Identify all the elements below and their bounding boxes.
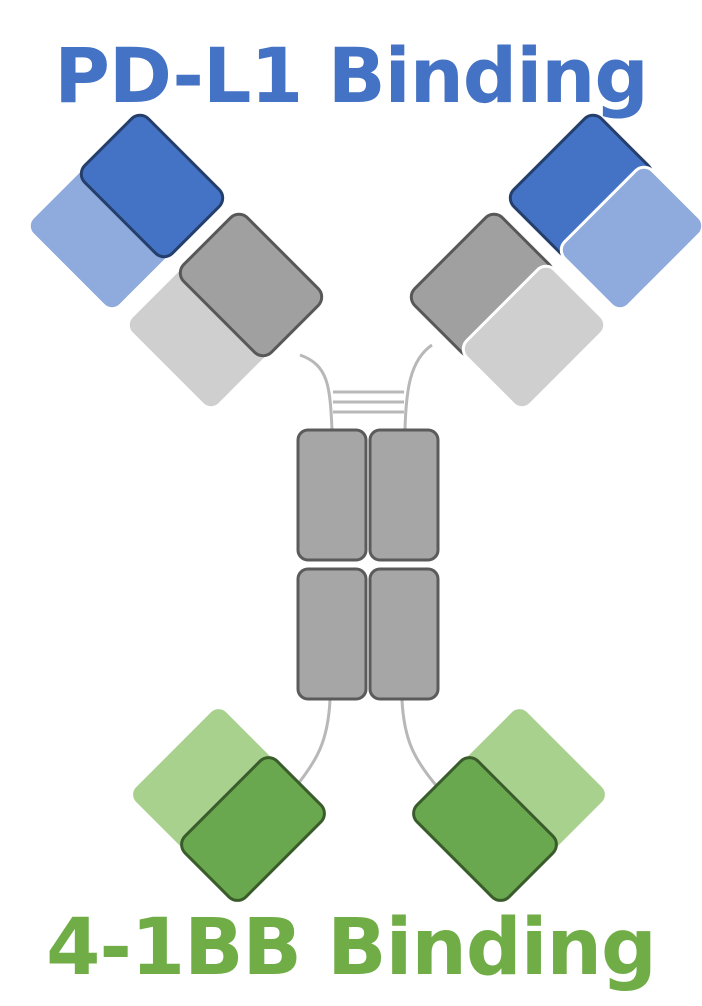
left-heavy-constant-domain [178, 212, 324, 358]
right-upper-connector [403, 343, 433, 431]
fc-ch3-right [368, 567, 440, 701]
4-1bb-binding-label: 4-1BB Binding [46, 903, 657, 993]
lower-binding-domains [130, 706, 608, 902]
pd-l1-binding-label: PD-L1 Binding [54, 31, 649, 120]
right-light-constant-domain [461, 264, 607, 410]
left-lower-connector [291, 699, 332, 791]
left-lower-dark-domain [180, 756, 326, 902]
hinge-lines [291, 343, 442, 791]
right-light-variable-domain [559, 165, 702, 311]
right-fab-arm [409, 113, 702, 410]
fc-ch3-left [296, 567, 368, 701]
right-lower-connector [400, 699, 442, 791]
right-lower-dark-domain [412, 756, 558, 902]
fc-ch2-left [296, 428, 368, 562]
left-fab-arm [27, 113, 324, 410]
left-heavy-variable-domain [79, 113, 225, 259]
fc-trunk [296, 428, 440, 701]
fc-ch2-right [368, 428, 440, 562]
left-upper-connector [299, 353, 334, 431]
